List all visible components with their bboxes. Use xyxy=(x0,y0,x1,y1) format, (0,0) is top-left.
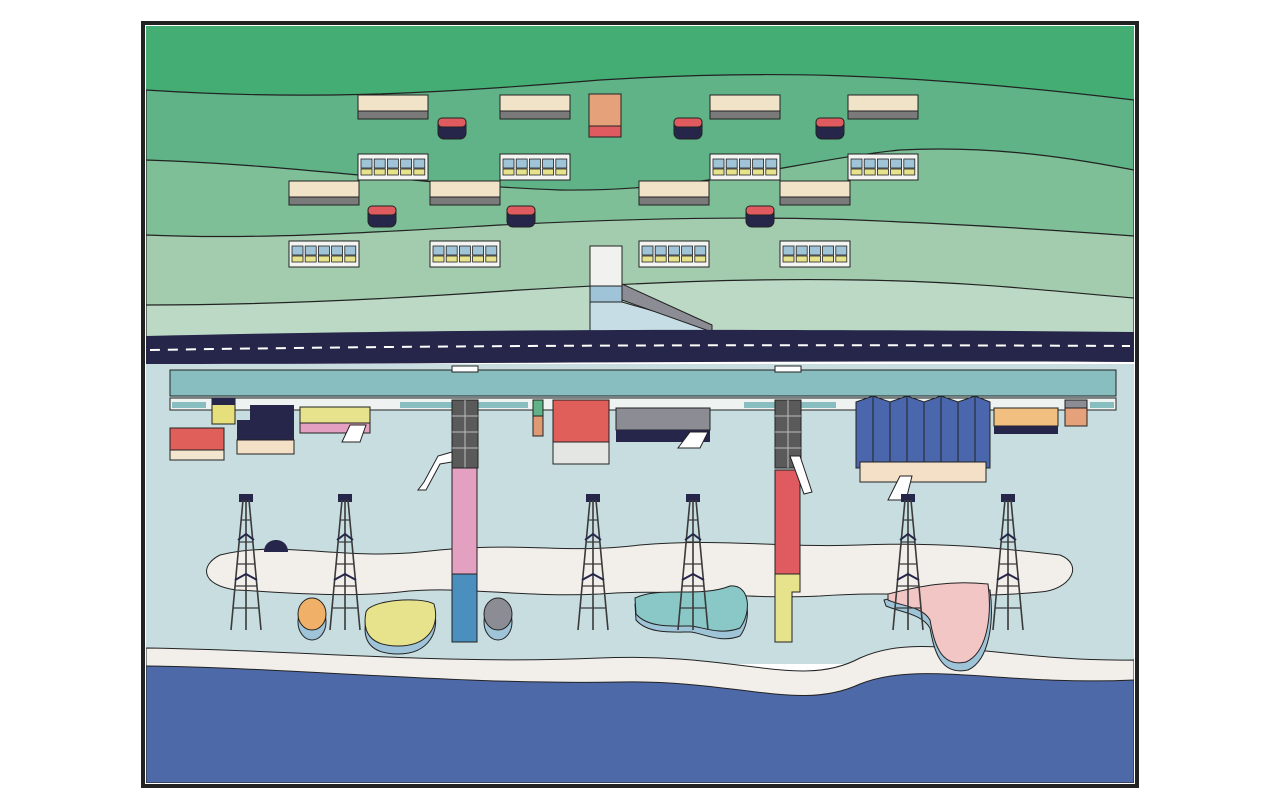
apartment-block xyxy=(847,153,919,181)
hill-house xyxy=(779,180,851,206)
lattice-towers xyxy=(230,494,1024,631)
apartment-block xyxy=(499,153,571,181)
sports-hall xyxy=(855,395,991,501)
apartment-block xyxy=(429,240,501,268)
hill-house xyxy=(638,180,710,206)
hill-house xyxy=(357,94,429,120)
hill-house xyxy=(288,180,360,206)
pools xyxy=(297,582,992,672)
hot-tub xyxy=(437,117,467,140)
sea xyxy=(146,665,1134,783)
shore-buildings xyxy=(169,397,1088,465)
apartment-block xyxy=(709,153,781,181)
lattice-tower xyxy=(230,494,262,631)
hill-house xyxy=(709,94,781,120)
hill-house xyxy=(847,94,919,120)
lattice-tower xyxy=(677,494,709,631)
apartment-block xyxy=(357,153,429,181)
lattice-tower xyxy=(992,494,1024,631)
coastal-road xyxy=(146,329,1134,364)
lattice-tower xyxy=(577,494,609,631)
hot-tub xyxy=(745,205,775,228)
hill-house xyxy=(499,94,571,120)
hot-tub xyxy=(506,205,536,228)
hot-tub xyxy=(367,205,397,228)
slide-towers xyxy=(417,399,813,643)
orange-house xyxy=(588,93,622,138)
lattice-tower xyxy=(892,494,924,631)
beach-hut xyxy=(264,540,288,552)
apartment-block xyxy=(779,240,851,268)
hill-houses xyxy=(288,93,919,268)
hot-tub xyxy=(673,117,703,140)
lattice-tower xyxy=(329,494,361,631)
hill-house xyxy=(429,180,501,206)
apartment-block xyxy=(638,240,710,268)
hot-tub xyxy=(815,117,845,140)
sandy-beach xyxy=(206,541,1073,598)
apartment-block xyxy=(288,240,360,268)
